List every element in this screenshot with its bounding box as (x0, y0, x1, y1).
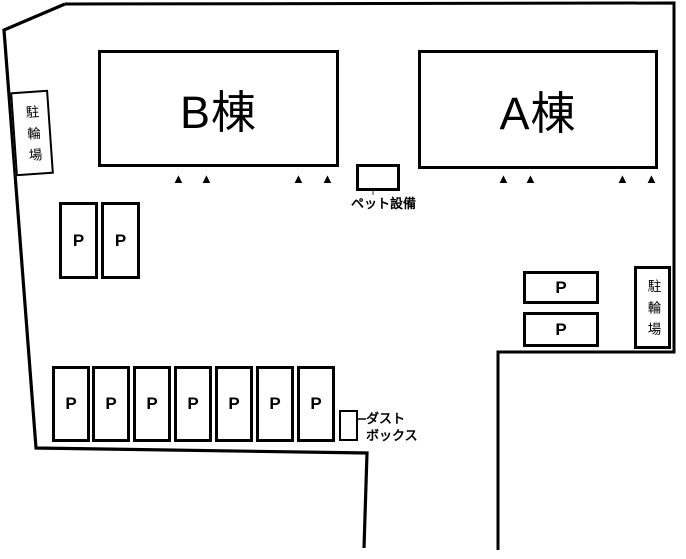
bicycle-parking-left-label: 駐輪場 (23, 104, 43, 170)
dust-box-label-line1: ダスト (366, 411, 406, 426)
parking-spot-label: P (146, 394, 158, 413)
dust-box-label-line2: ボックス (366, 428, 418, 443)
parking-spot-label: P (72, 230, 85, 250)
parking-spot-label: P (228, 394, 240, 413)
parking-spot: P (523, 271, 599, 304)
building-b-label: B棟 (179, 87, 257, 138)
parking-spot-label: P (269, 394, 281, 413)
parking-spot-label: P (65, 394, 77, 413)
parking-spot-label: P (114, 230, 127, 250)
parking-spot: P (215, 366, 253, 442)
parking-spot: P (297, 366, 335, 442)
entrance-triangle-icon: ▲ (524, 171, 537, 186)
building-b: B棟 (98, 50, 339, 167)
bicycle-parking-right: 駐輪場 (634, 266, 671, 349)
parking-spot: P (92, 366, 130, 442)
parking-spot: P (523, 312, 599, 347)
pet-equipment-box (356, 164, 400, 191)
dust-box-label: ダストボックス (366, 410, 418, 444)
entrance-triangle-icon: ▲ (200, 171, 213, 186)
bicycle-parking-right-label: 駐輪場 (645, 279, 661, 344)
parking-spot-label: P (187, 394, 199, 413)
parking-spot-label: P (310, 394, 322, 413)
parking-spot-label: P (105, 394, 117, 413)
pet-equipment-label: ペット設備 (351, 196, 417, 211)
parking-spot: P (52, 366, 90, 442)
building-a: A棟 (418, 50, 658, 169)
site-boundary-right (64, 1, 676, 550)
entrance-triangle-icon: ▲ (497, 171, 510, 186)
parking-spot: P (59, 202, 98, 279)
entrance-triangle-icon: ▲ (616, 171, 629, 186)
parking-spot: P (133, 366, 171, 442)
entrance-triangle-icon: ▲ (172, 171, 185, 186)
parking-spot: P (174, 366, 212, 442)
bicycle-parking-left: 駐輪場 (10, 89, 54, 177)
dust-box (339, 410, 358, 441)
parking-spot-label: P (555, 277, 567, 297)
entrance-triangle-icon: ▲ (292, 171, 305, 186)
site-boundary-left (2, 2, 369, 549)
building-a-label: A棟 (499, 88, 577, 139)
parking-spot: P (101, 202, 140, 279)
parking-spot-label: P (555, 319, 567, 339)
parking-spot: P (256, 366, 294, 442)
entrance-triangle-icon: ▲ (321, 171, 334, 186)
entrance-triangle-icon: ▲ (645, 171, 658, 186)
